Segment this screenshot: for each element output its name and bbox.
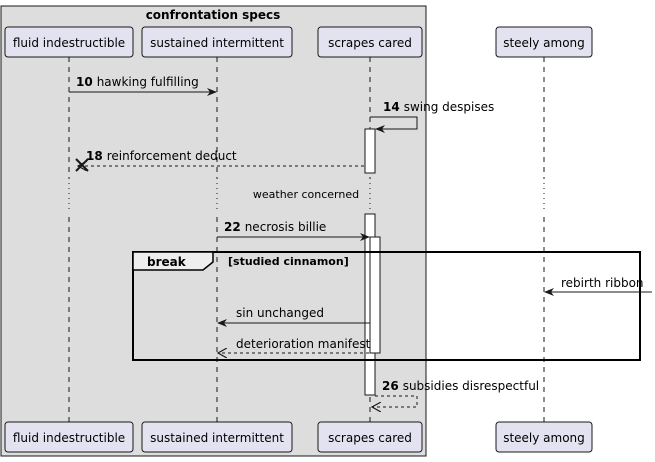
svg-text:steely among: steely among — [503, 431, 585, 445]
svg-text:sin unchanged: sin unchanged — [236, 306, 324, 320]
fragment-condition: [studied cinnamon] — [228, 255, 349, 268]
svg-text:sustained intermittent: sustained intermittent — [150, 431, 284, 445]
participant-fluid-indestructible-top[interactable]: fluid indestructible — [4, 26, 134, 58]
message-deterioration-manifest: deterioration manifest — [218, 337, 371, 353]
svg-text:scrapes cared: scrapes cared — [328, 431, 412, 445]
participant-sustained-intermittent-bottom[interactable]: sustained intermittent — [141, 421, 293, 453]
participant-fluid-indestructible-bottom[interactable]: fluid indestructible — [4, 421, 134, 453]
participant-steely-among-top[interactable]: steely among — [495, 26, 593, 58]
svg-text:fluid indestructible: fluid indestructible — [13, 36, 125, 50]
activation-bar-nested — [369, 236, 381, 354]
participant-sustained-intermittent-top[interactable]: sustained intermittent — [141, 26, 293, 58]
break-fragment: break [studied cinnamon] — [132, 251, 641, 361]
participant-scrapes-cared-bottom[interactable]: scrapes cared — [317, 421, 423, 453]
svg-text:sustained intermittent: sustained intermittent — [150, 36, 284, 50]
participant-scrapes-cared-top[interactable]: scrapes cared — [317, 26, 423, 58]
group-box: confrontation specs — [0, 5, 427, 457]
svg-text:deterioration manifest: deterioration manifest — [236, 337, 371, 351]
svg-text:fluid indestructible: fluid indestructible — [13, 431, 125, 445]
delay-label: weather concerned — [253, 188, 359, 201]
svg-text:rebirth ribbon: rebirth ribbon — [561, 276, 644, 290]
message-rebirth-ribbon: rebirth ribbon — [544, 276, 652, 296]
group-title: confrontation specs — [146, 8, 281, 22]
delay-section: weather concerned — [60, 178, 552, 212]
activation-bar — [364, 128, 376, 174]
svg-text:scrapes cared: scrapes cared — [328, 36, 412, 50]
activations — [364, 128, 381, 396]
destroy-x-icon — [75, 158, 89, 172]
fragment-keyword: break — [147, 255, 187, 269]
participant-steely-among-bottom[interactable]: steely among — [495, 421, 593, 453]
svg-text:steely among: steely among — [503, 36, 585, 50]
message-sin-unchanged: sin unchanged — [217, 306, 370, 327]
